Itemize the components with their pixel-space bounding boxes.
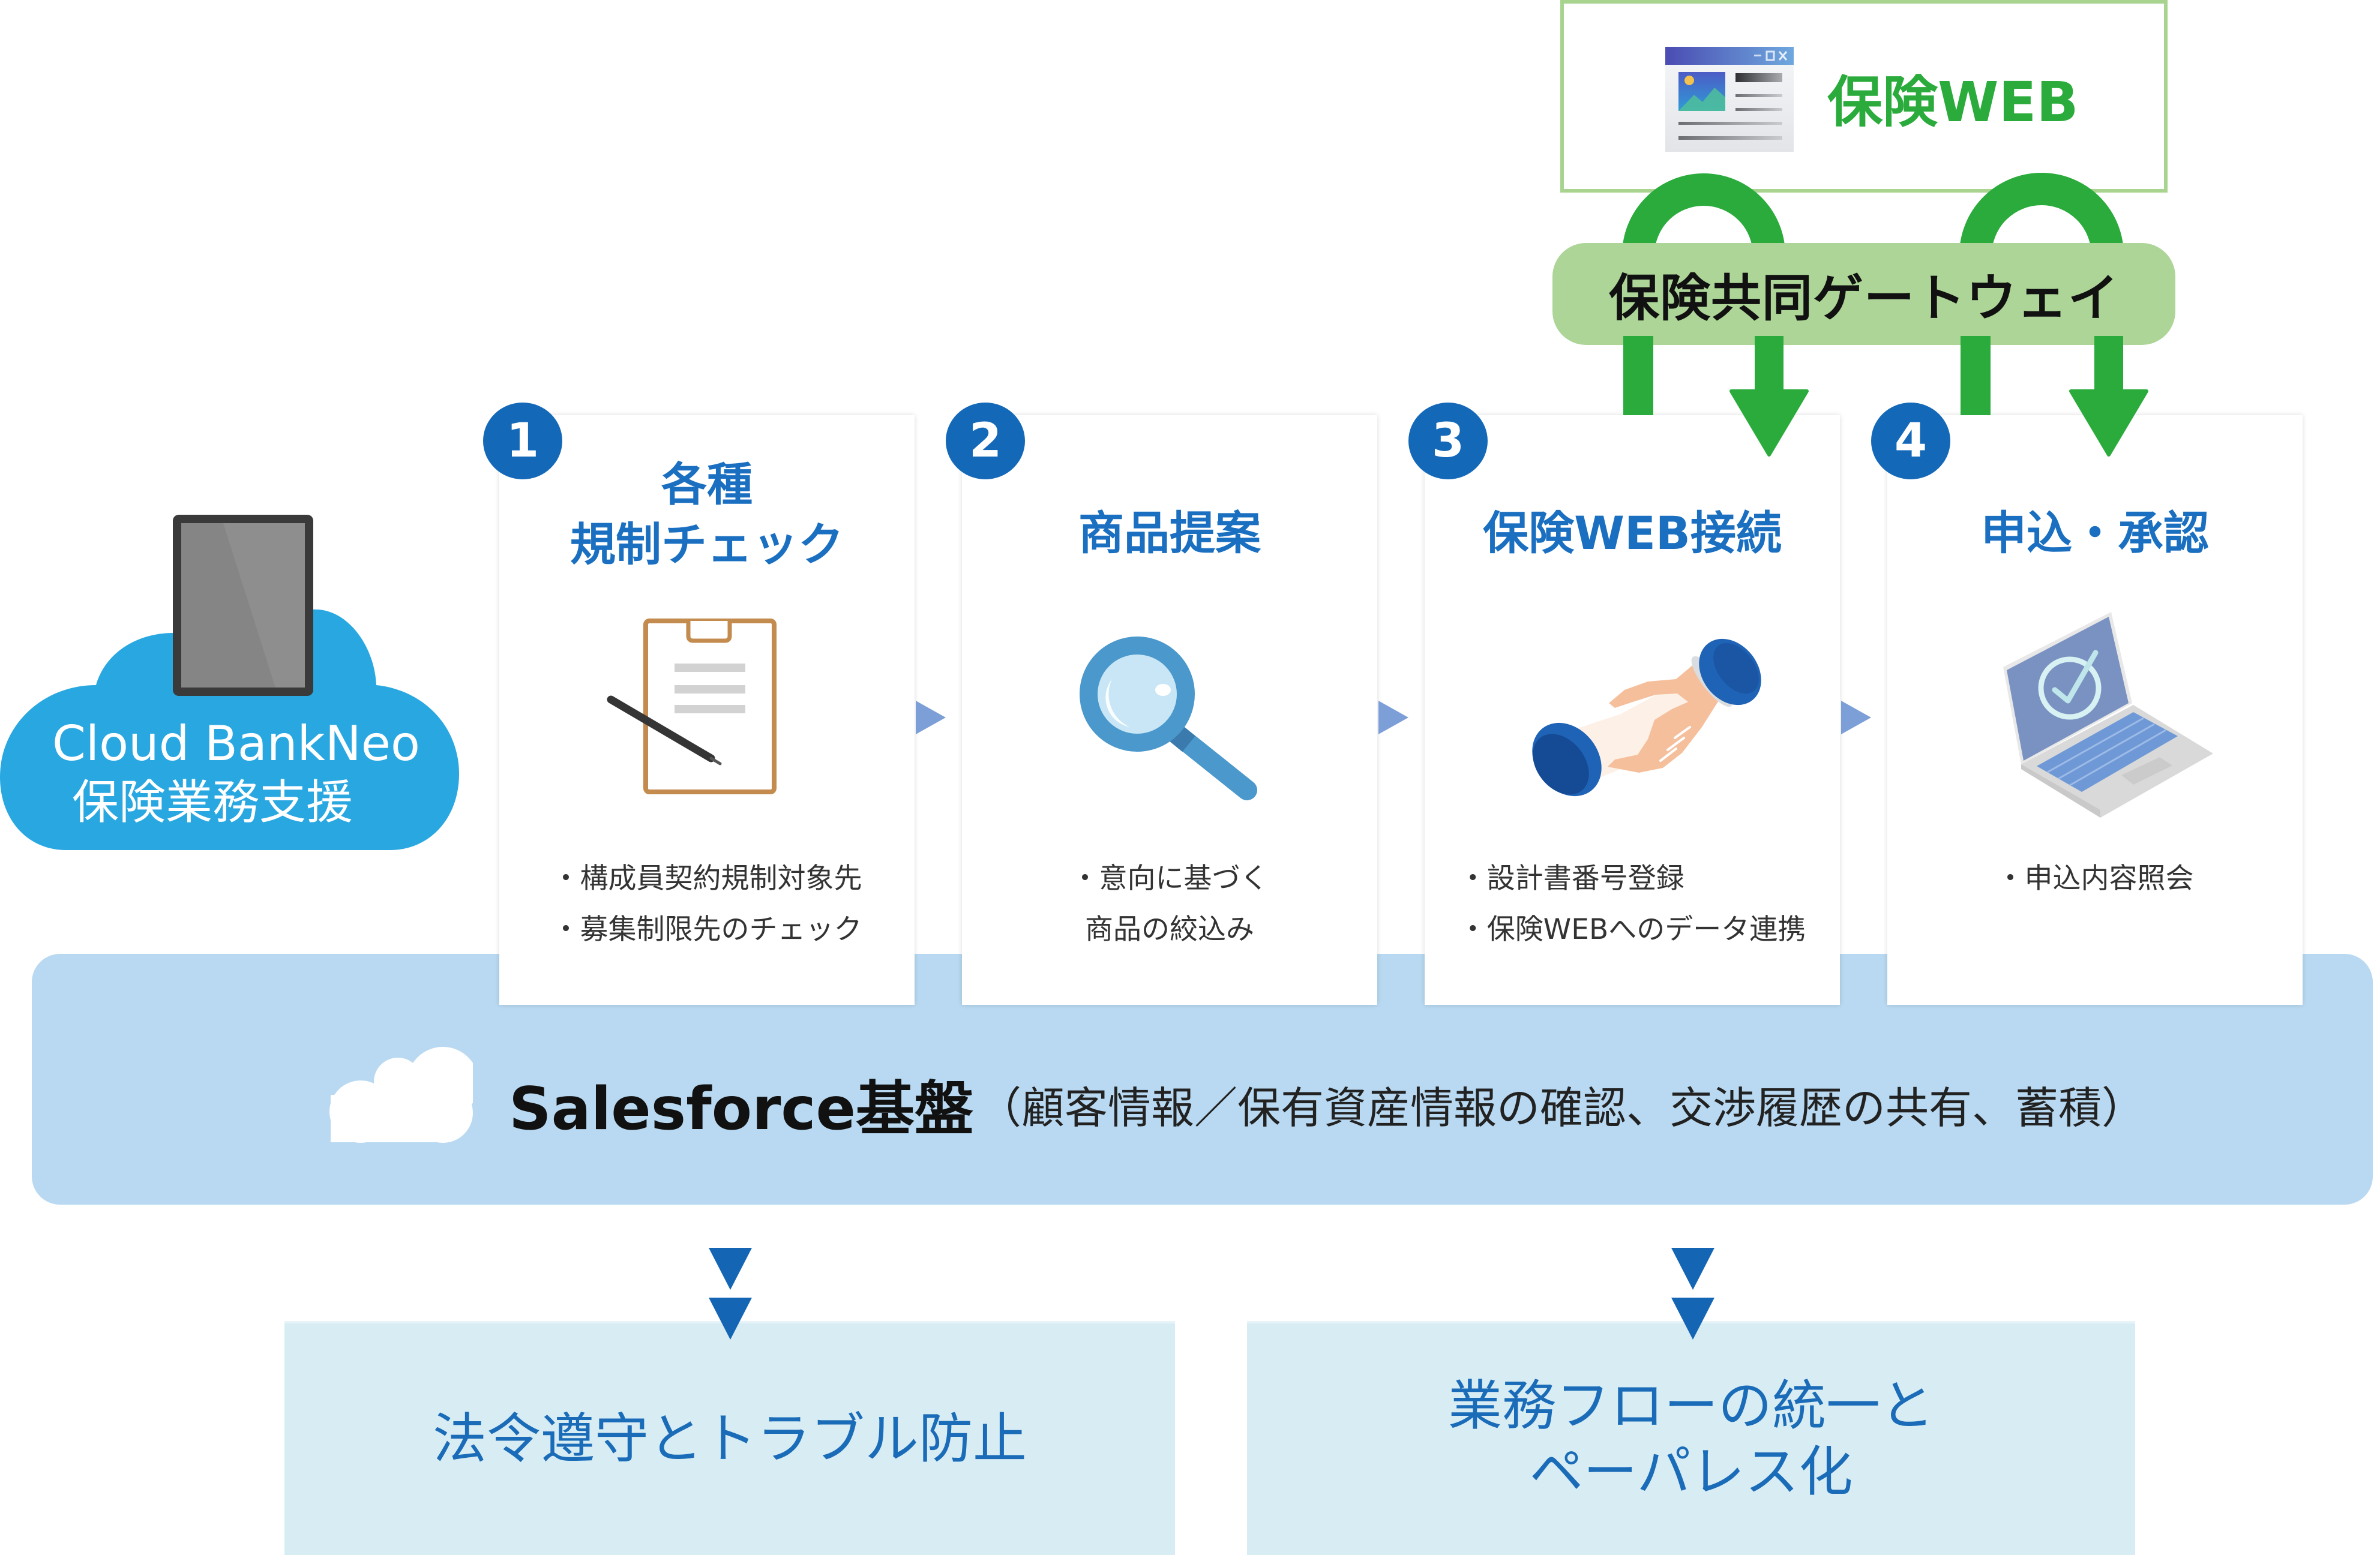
connector-arc-left <box>1622 173 1785 282</box>
left-cuff <box>1532 722 1602 797</box>
step-title-line: 保険WEB接続 <box>1483 506 1782 560</box>
platform-name: Salesforce基盤 <box>509 1075 973 1143</box>
keyboard-rows <box>2047 717 2166 786</box>
text-line <box>1735 108 1782 111</box>
step-title: 申込・承認 <box>1887 503 2303 563</box>
arrow-down-icon <box>2069 389 2148 457</box>
gateway-label: 保険共同ゲートウェイ <box>1608 268 2119 328</box>
cloud-shape <box>329 1047 473 1143</box>
mountain-glyph <box>1678 88 1725 111</box>
clipboard-line <box>675 685 745 694</box>
step-number-badge: 2 <box>946 403 1025 479</box>
outcome-line: 業務フローの統一と <box>1448 1374 1934 1437</box>
bullet-item: ・構成員契約規制対象先 <box>551 862 862 895</box>
platform-detail: （顧客情報／保有資産情報の確認、交渉履歴の共有、蓄積） <box>978 1082 2145 1133</box>
step-bullets: ・意向に基づく 商品の絞込み <box>962 853 1377 955</box>
pen-tip <box>709 757 722 766</box>
down-arrow-icon <box>709 1248 752 1290</box>
connector-up-line-step3 <box>1623 336 1653 415</box>
outcome-workflow-paperless: 業務フローの統一と ペーパレス化 <box>1247 1321 2135 1555</box>
text-line <box>1678 122 1782 125</box>
flow-arrow-right-icon <box>916 701 946 734</box>
step-card-insurance-web-connection: 3 保険WEB接続 ・設計書番号登録 <box>1408 403 1840 1005</box>
laptop-trackpad <box>2121 757 2172 785</box>
magnifier-icon <box>1080 637 1257 800</box>
connector-arc-right <box>1959 173 2124 282</box>
step-bullets: ・申込内容照会 <box>1887 853 2303 904</box>
laptop-check-icon <box>2003 612 2213 818</box>
platform-description: Salesforce基盤 （顧客情報／保有資産情報の確認、交渉履歴の共有、蓄積） <box>509 1068 2145 1143</box>
client-app-name: Cloud BankNeo <box>52 716 420 772</box>
laptop-base-edge <box>2021 764 2100 818</box>
gateway-connector-legs <box>1623 336 2148 457</box>
insurance-gateway-pill: 保険共同ゲートウェイ <box>1552 243 2175 345</box>
pen-body <box>607 695 715 763</box>
sun-glyph <box>1684 76 1694 85</box>
bullet-item: ・申込内容照会 <box>1996 862 2194 895</box>
step-number-badge: 1 <box>483 403 562 479</box>
bullet-item: ・保険WEBへのデータ連携 <box>1458 913 1806 946</box>
insurance-web-box: 保険WEB <box>1560 0 2168 193</box>
maximize-glyph-icon <box>1765 50 1775 61</box>
step-number-badge: 4 <box>1871 403 1950 479</box>
flow-arrow-right-icon <box>1378 701 1408 734</box>
step-card-product-proposal: 2 商品提案 ・意向に基づく 商品の絞込み <box>946 403 1377 1005</box>
outcome-line: 法令遵守とトラブル防止 <box>433 1407 1027 1470</box>
lens-highlight <box>1105 679 1130 727</box>
right-cuff <box>1691 638 1761 707</box>
step-title-line: 申込・承認 <box>1981 506 2209 560</box>
finger-lines <box>1659 726 1691 762</box>
step-card-regulation-check: 1 各種 規制チェック ・構成員契約規制対象先 ・募集制限先のチェック <box>483 403 915 1005</box>
step-title: 保険WEB接続 <box>1425 503 1840 563</box>
bullet-item: ・意向に基づく <box>1071 862 1269 895</box>
right-hand <box>1608 660 1722 773</box>
magnifier-ring <box>1080 637 1195 752</box>
down-arrow-icon <box>1671 1248 1714 1290</box>
insurance-web-label: 保険WEB <box>1827 70 2079 134</box>
outcome-compliance: 法令遵守とトラブル防止 <box>284 1321 1175 1555</box>
connector-up-line-step4 <box>1961 336 1991 415</box>
cloud-icon <box>0 609 459 850</box>
check-mark-icon <box>2052 650 2099 704</box>
bullet-item: ・設計書番号登録 <box>1458 862 1684 895</box>
outcome-line: ペーパレス化 <box>1529 1440 1853 1503</box>
clipboard-line <box>675 664 745 672</box>
flow-arrow-right-icon <box>1841 701 1871 734</box>
step-bullets: ・設計書番号登録 ・保険WEBへのデータ連携 <box>1425 853 1840 955</box>
handshake-icon <box>1532 638 1761 797</box>
step-title: 商品提案 <box>962 503 1377 563</box>
close-glyph-icon <box>1778 51 1788 61</box>
text-line <box>1678 136 1782 140</box>
magnifier-lens <box>1096 653 1178 735</box>
text-line <box>1735 73 1782 82</box>
gateway-connector-arcs <box>1622 173 2124 282</box>
check-circle <box>2038 656 2102 720</box>
step-title: 各種 規制チェック <box>499 455 915 575</box>
bullet-item: ・募集制限先のチェック <box>551 913 862 946</box>
tablet-screen-glare <box>223 523 305 688</box>
step-title-line: 商品提案 <box>1078 506 1261 560</box>
window-title-bar <box>1665 47 1794 65</box>
lens-glint <box>1155 684 1171 696</box>
step-bullets: ・構成員契約規制対象先 ・募集制限先のチェック <box>499 853 915 955</box>
client-app-subtitle: 保険業務支援 <box>72 776 353 830</box>
step-number-badge: 3 <box>1408 403 1488 479</box>
step-title-line: 各種 <box>661 458 753 511</box>
minimize-glyph-icon <box>1754 55 1761 56</box>
arrow-down-icon <box>1729 389 1809 457</box>
step-card-application-approval: 4 申込・承認 ・申込内容照会 <box>1871 403 2303 1005</box>
step-title-line: 規制チェック <box>570 518 844 571</box>
cloud-icon <box>329 1047 473 1143</box>
text-line <box>1735 94 1782 97</box>
clipboard-clip <box>686 621 732 643</box>
browser-window-icon <box>1665 47 1794 152</box>
clipboard-line <box>675 705 745 713</box>
bullet-item-continuation: 商品の絞込み <box>1085 913 1254 946</box>
tablet-icon <box>173 515 313 696</box>
clipboard-pen-icon <box>607 619 777 794</box>
client-cloud-icon <box>0 515 459 850</box>
